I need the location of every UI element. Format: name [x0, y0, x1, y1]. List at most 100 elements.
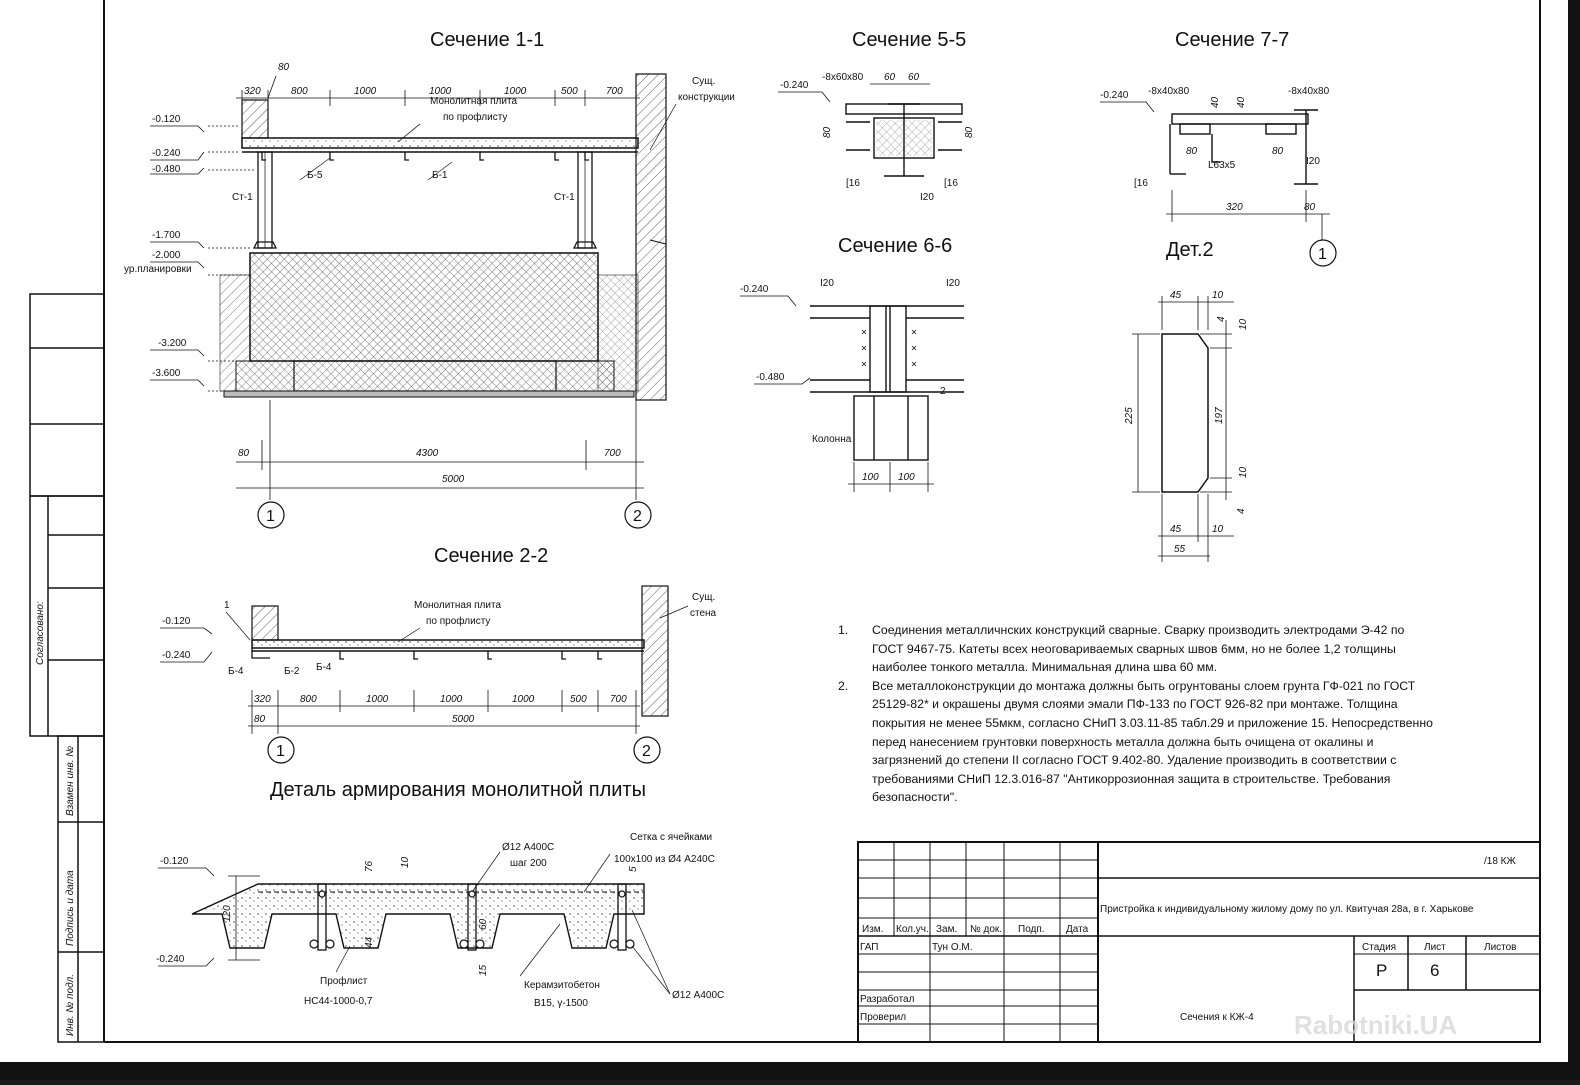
stamp-col-podp: Подп.	[1018, 924, 1045, 935]
stamp-project: Пристройка к индивидуальному жилому дому…	[1100, 904, 1474, 915]
s77-plate-l: -8x40x80	[1148, 86, 1190, 97]
det-rebar-bottom: Ø12 А400С	[672, 990, 724, 1001]
s22-slab-label-2: по профлисту	[426, 615, 490, 627]
s11-level-3600: -3.600	[152, 368, 181, 379]
s22-exist-2: стена	[690, 608, 717, 619]
title-block	[857, 841, 1541, 1043]
s66-level2: -0.480	[756, 372, 785, 383]
s22-axis-2: 2	[642, 743, 651, 760]
det-mesh-2: 100х100 из Ø4 А240С	[614, 854, 715, 865]
right-margin	[1568, 0, 1580, 1080]
s55-dim60b: 60	[908, 72, 920, 83]
s11-level-1700: -1.700	[152, 230, 181, 241]
det-mesh-1: Сетка с ячейками	[630, 832, 712, 843]
bottom-margin	[0, 1062, 1580, 1080]
s11-ground-label: ур.планировки	[124, 264, 192, 275]
note-text: Все металлоконструкции до монтажа должны…	[872, 678, 1433, 805]
s66-ibeam-l: I20	[820, 278, 834, 289]
det-profsheet-1: Профлист	[320, 975, 368, 987]
s22-dim-320: 320	[254, 694, 271, 705]
s11-beam-b1: Б-1	[432, 170, 448, 181]
s22-dim-800: 800	[300, 694, 317, 705]
s11-bdim-80: 80	[238, 448, 250, 459]
section-5-5-title: Сечение 5-5	[852, 29, 966, 51]
section-7-7: Сечение 7-7 -0.240 -8x40x80 -8x40x80 40 …	[1100, 29, 1337, 267]
note-number: 2.	[838, 678, 849, 693]
note-item: 1. Соединения металличнских конструкций …	[838, 621, 1438, 677]
s22-dim-700: 700	[610, 694, 627, 705]
s66-dim100a: 100	[862, 472, 879, 483]
s11-axis-1: 1	[266, 508, 275, 525]
s77-dim80r: 80	[1272, 146, 1284, 157]
section-2-2: Сечение 2-2 1 Сущ. стена Монолитная плит…	[160, 545, 717, 764]
s11-dim-800: 800	[291, 86, 308, 97]
det2-d10b: 10	[1238, 466, 1249, 478]
s77-dim80b: 80	[1304, 202, 1316, 213]
section-2-2-title: Сечение 2-2	[434, 545, 548, 567]
s77-axis: 1	[1318, 246, 1327, 263]
s55-ch-left: [16	[846, 178, 860, 189]
s11-level-0480: -0.480	[152, 164, 181, 175]
det-level2: -0.240	[156, 954, 185, 965]
stamp-col-data: Дата	[1066, 924, 1089, 935]
s66-ibeam-r: I20	[946, 278, 960, 289]
det2-d4b: 4	[1236, 508, 1247, 514]
s11-col-left: Ст-1	[232, 192, 253, 203]
det2-d55: 55	[1174, 544, 1186, 555]
s22-dim-1000a: 1000	[366, 694, 389, 705]
stamp-gap-name: Тун О.М.	[932, 942, 973, 953]
section-5-5: Сечение 5-5 -0.240 -8x60x80 60 60 80 80 …	[778, 29, 975, 203]
s11-level-0240: -0.240	[152, 148, 181, 159]
stamp-stage-header: Стадия	[1362, 942, 1396, 953]
detail-title: Деталь армирования монолитной плиты	[270, 779, 646, 801]
det-concrete-2: В15, γ-1500	[534, 998, 588, 1009]
s22-axis-1: 1	[276, 743, 285, 760]
section-6-6-title: Сечение 6-6	[838, 235, 952, 257]
s11-level-0120: -0.120	[152, 114, 181, 125]
s11-exist-1: Сущ.	[692, 76, 715, 87]
note-item: 2. Все металлоконструкции до монтажа дол…	[838, 677, 1438, 807]
detail-2: Дет.2 45 10 4 10 225 197 10 4	[1124, 239, 1249, 562]
section-1-1-title: Сечение 1-1	[430, 29, 544, 51]
s55-ibeam: I20	[920, 192, 934, 203]
s11-dim-1000a: 1000	[354, 86, 377, 97]
reinforcement-detail: Деталь армирования монолитной плиты -0.1…	[156, 779, 724, 1009]
s11-exist-2: конструкции	[678, 92, 735, 103]
det2-d10r: 10	[1238, 318, 1249, 330]
stamp-col-izm: Изм.	[862, 924, 883, 935]
s11-level-2000: -2.000	[152, 250, 181, 261]
s55-dim80r: 80	[964, 126, 975, 138]
stamp-sheet: 6	[1430, 961, 1439, 980]
left-sidebar-table	[29, 293, 105, 1043]
note-text: Соединения металличнских конструкций сва…	[872, 623, 1405, 675]
s11-dim-500: 500	[561, 86, 578, 97]
s22-dim-1000b: 1000	[440, 694, 463, 705]
det-d15: 15	[478, 964, 489, 976]
s11-axis-2: 2	[633, 508, 642, 525]
s66-level1: -0.240	[740, 284, 769, 295]
section-7-7-title: Сечение 7-7	[1175, 29, 1289, 51]
stamp-developed: Разработал	[860, 993, 915, 1005]
s66-column: Колонна	[812, 434, 852, 445]
s22-b2: Б-2	[284, 666, 300, 677]
stamp-col-ndok: № док.	[970, 924, 1002, 935]
inv-no-label: Инв. № подл.	[65, 974, 76, 1036]
agreed-label: Согласовано:	[35, 601, 46, 665]
replaced-label: Взамен инв. №	[65, 746, 76, 816]
s22-level-0120: -0.120	[162, 616, 191, 627]
s22-dim-500: 500	[570, 694, 587, 705]
stamp-code: /18 КЖ	[1484, 856, 1517, 867]
s11-slab-label-2: по профлисту	[443, 111, 507, 123]
s22-total: 5000	[452, 714, 475, 725]
s77-level: -0.240	[1100, 90, 1129, 101]
stamp-gap: ГАП	[860, 942, 879, 953]
s66-dim100b: 100	[898, 472, 915, 483]
det-d10: 10	[400, 856, 411, 868]
s77-dim320: 320	[1226, 202, 1243, 213]
s11-dim-700: 700	[606, 86, 623, 97]
s77-ch: [16	[1134, 178, 1148, 189]
s22-dim1: 1	[224, 600, 230, 611]
s11-total: 5000	[442, 474, 465, 485]
